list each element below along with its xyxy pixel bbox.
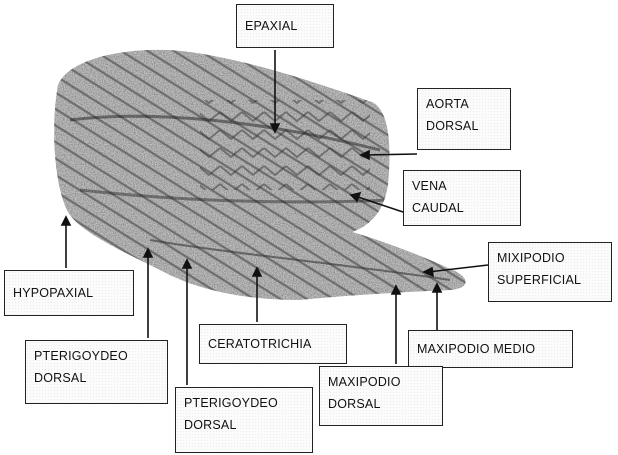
label-vena-caudal: VENA CAUDAL xyxy=(403,170,521,226)
label-epaxial: EPAXIAL xyxy=(236,4,334,48)
label-mixipodio-superficial: MIXIPODIO SUPERFICIAL xyxy=(488,242,612,302)
label-pterigoydeo-dorsal-left: PTERIGOYDEO DORSAL xyxy=(25,340,168,404)
label-pterigoydeo-dorsal-bottom: PTERIGOYDEO DORSAL xyxy=(175,387,313,453)
label-maxipodio-medio: MAXIPODIO MEDIO xyxy=(408,330,573,368)
label-ceratotrichia: CERATOTRICHIA xyxy=(199,324,347,364)
label-aorta-dorsal: AORTA DORSAL xyxy=(417,88,511,150)
label-maxipodio-dorsal: MAXIPODIO DORSAL xyxy=(319,366,443,426)
label-hypopaxial: HYPOPAXIAL xyxy=(4,270,134,316)
